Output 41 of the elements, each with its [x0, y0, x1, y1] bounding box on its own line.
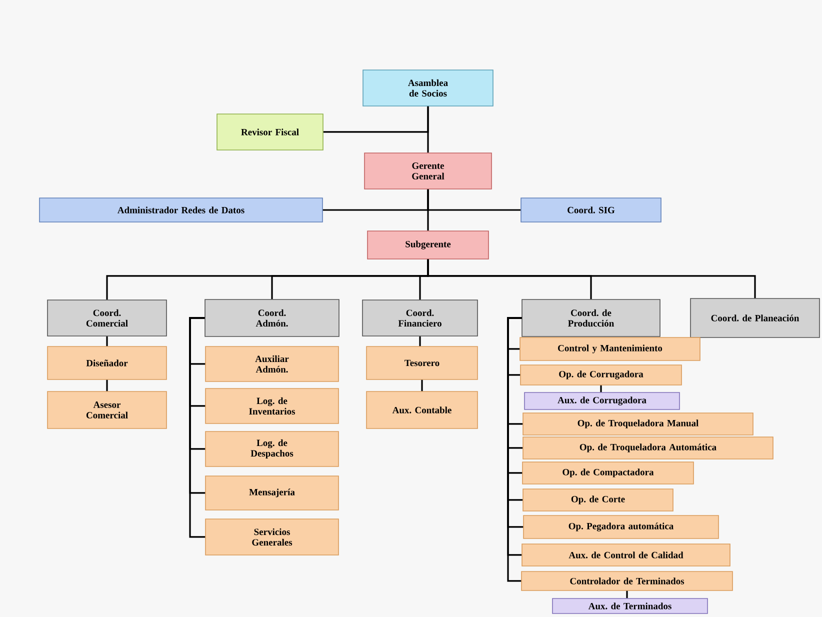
department-box: Coord. de Producción	[522, 299, 660, 337]
assistant-box: Aux. de Corrugadora	[524, 392, 680, 410]
position-box: Op. de Corte	[522, 488, 674, 512]
org-box: Gerente General	[364, 152, 492, 190]
position-box: Mensajería	[205, 476, 339, 510]
connector-line	[427, 189, 429, 231]
org-box: Subgerente	[367, 230, 489, 260]
position-box: Log. de Inventarios	[205, 388, 339, 424]
position-box: Tesorero	[366, 346, 478, 380]
position-box: Asesor Comercial	[47, 391, 167, 429]
position-box: Auxiliar Admón.	[205, 346, 339, 382]
connector-line	[106, 336, 108, 346]
position-box: Aux. de Control de Calidad	[522, 544, 730, 566]
position-box: Servicios Generales	[205, 518, 339, 556]
connector-line	[427, 106, 429, 153]
department-box: Coord. Admón.	[204, 299, 340, 337]
position-box: Log. de Despachos	[205, 431, 339, 467]
org-box: Coord. SIG	[520, 198, 662, 222]
position-box: Aux. Contable	[366, 391, 478, 429]
connector-line	[626, 590, 628, 598]
position-box: Controlador de Terminados	[521, 571, 733, 591]
org-box: Asamblea de Socios	[362, 70, 494, 106]
position-box: Op. de Corrugadora	[520, 364, 682, 386]
position-box: Op. Pegadora automática	[523, 515, 719, 539]
assistant-box: Aux. de Terminados	[552, 598, 708, 614]
connector-line	[189, 317, 206, 538]
position-box: Op. de Troqueladora Manual	[522, 412, 754, 436]
connector-line	[419, 336, 421, 346]
position-box: Control y Mantenimiento	[520, 337, 700, 361]
position-box: Diseñador	[47, 346, 167, 380]
department-box: Coord. de Planeación	[690, 298, 820, 338]
department-box: Coord. Financiero	[362, 300, 478, 336]
org-box: Revisor Fiscal	[216, 114, 324, 150]
connector-line	[600, 385, 602, 392]
position-box: Op. de Troqueladora Automática	[522, 436, 774, 460]
connector-line	[421, 380, 423, 392]
connector-line	[427, 259, 756, 298]
org-box: Administrador Redes de Datos	[39, 198, 323, 222]
position-box: Op. de Compactadora	[522, 462, 694, 484]
department-box: Coord. Comercial	[47, 300, 167, 336]
connector-line	[106, 380, 108, 392]
